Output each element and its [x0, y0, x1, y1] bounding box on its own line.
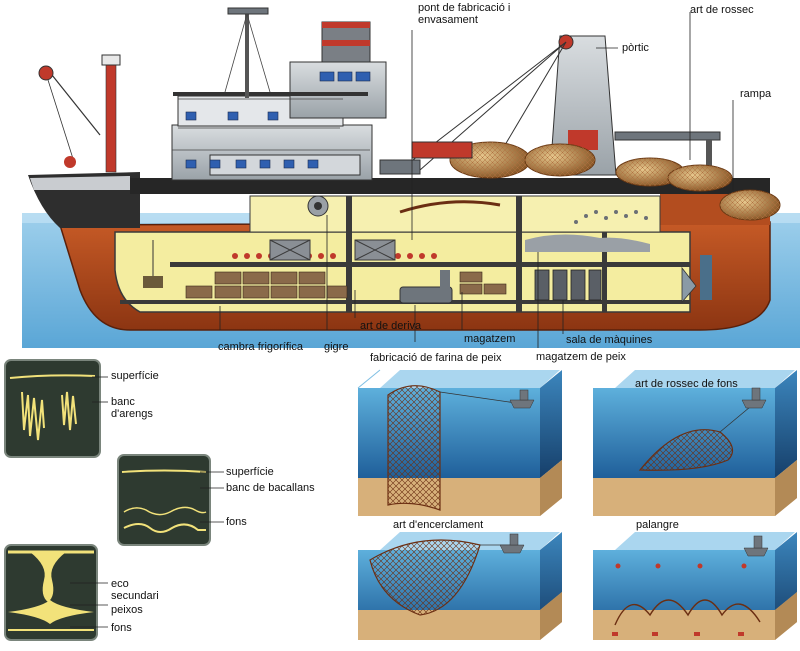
method-box-longline — [593, 532, 797, 640]
label-fishmeal: fabricació de farina de peix — [370, 352, 502, 364]
main-deck — [130, 178, 770, 194]
label-cold-store: cambra frigorífica — [218, 341, 303, 353]
label-trawl-gear: art de rossec — [690, 4, 754, 16]
label-purse-seine: art d'encerclament — [393, 519, 484, 531]
bridge-house — [289, 61, 387, 119]
label-p3-fish: peixos — [111, 604, 143, 616]
label-p1-school: banc d'arengs — [111, 396, 153, 420]
label-ramp: rampa — [740, 88, 772, 100]
label-p3-bottom: fons — [111, 622, 132, 634]
label-bridge: pont de fabricació i envasament — [418, 2, 511, 26]
label-p2-bottom: fons — [226, 516, 247, 528]
label-gantry: pòrtic — [622, 42, 649, 54]
label-warehouse: magatzem — [464, 333, 516, 345]
label-p3-echo: eco secundari — [111, 578, 159, 602]
label-longline: palangre — [636, 519, 679, 531]
sonar-panel-herring — [4, 359, 101, 458]
label-engine-room: sala de màquines — [566, 334, 653, 346]
method-box-purse-seine — [358, 532, 562, 640]
label-winch: gigre — [324, 341, 349, 353]
label-bottom-trawl: art de rossec de fons — [635, 378, 738, 390]
label-p2-surface: superfície — [226, 466, 274, 478]
label-fish-store: magatzem de peix — [536, 351, 626, 363]
label-drift-net: art de deriva — [360, 320, 422, 332]
label-p2-school: banc de bacallans — [226, 482, 315, 494]
method-box-drift-net — [357, 369, 562, 516]
label-p1-surface: superfície — [111, 370, 159, 382]
sonar-panel-cod — [117, 454, 211, 546]
gantry-structure — [549, 35, 617, 176]
method-box-bottom-trawl — [593, 370, 797, 516]
